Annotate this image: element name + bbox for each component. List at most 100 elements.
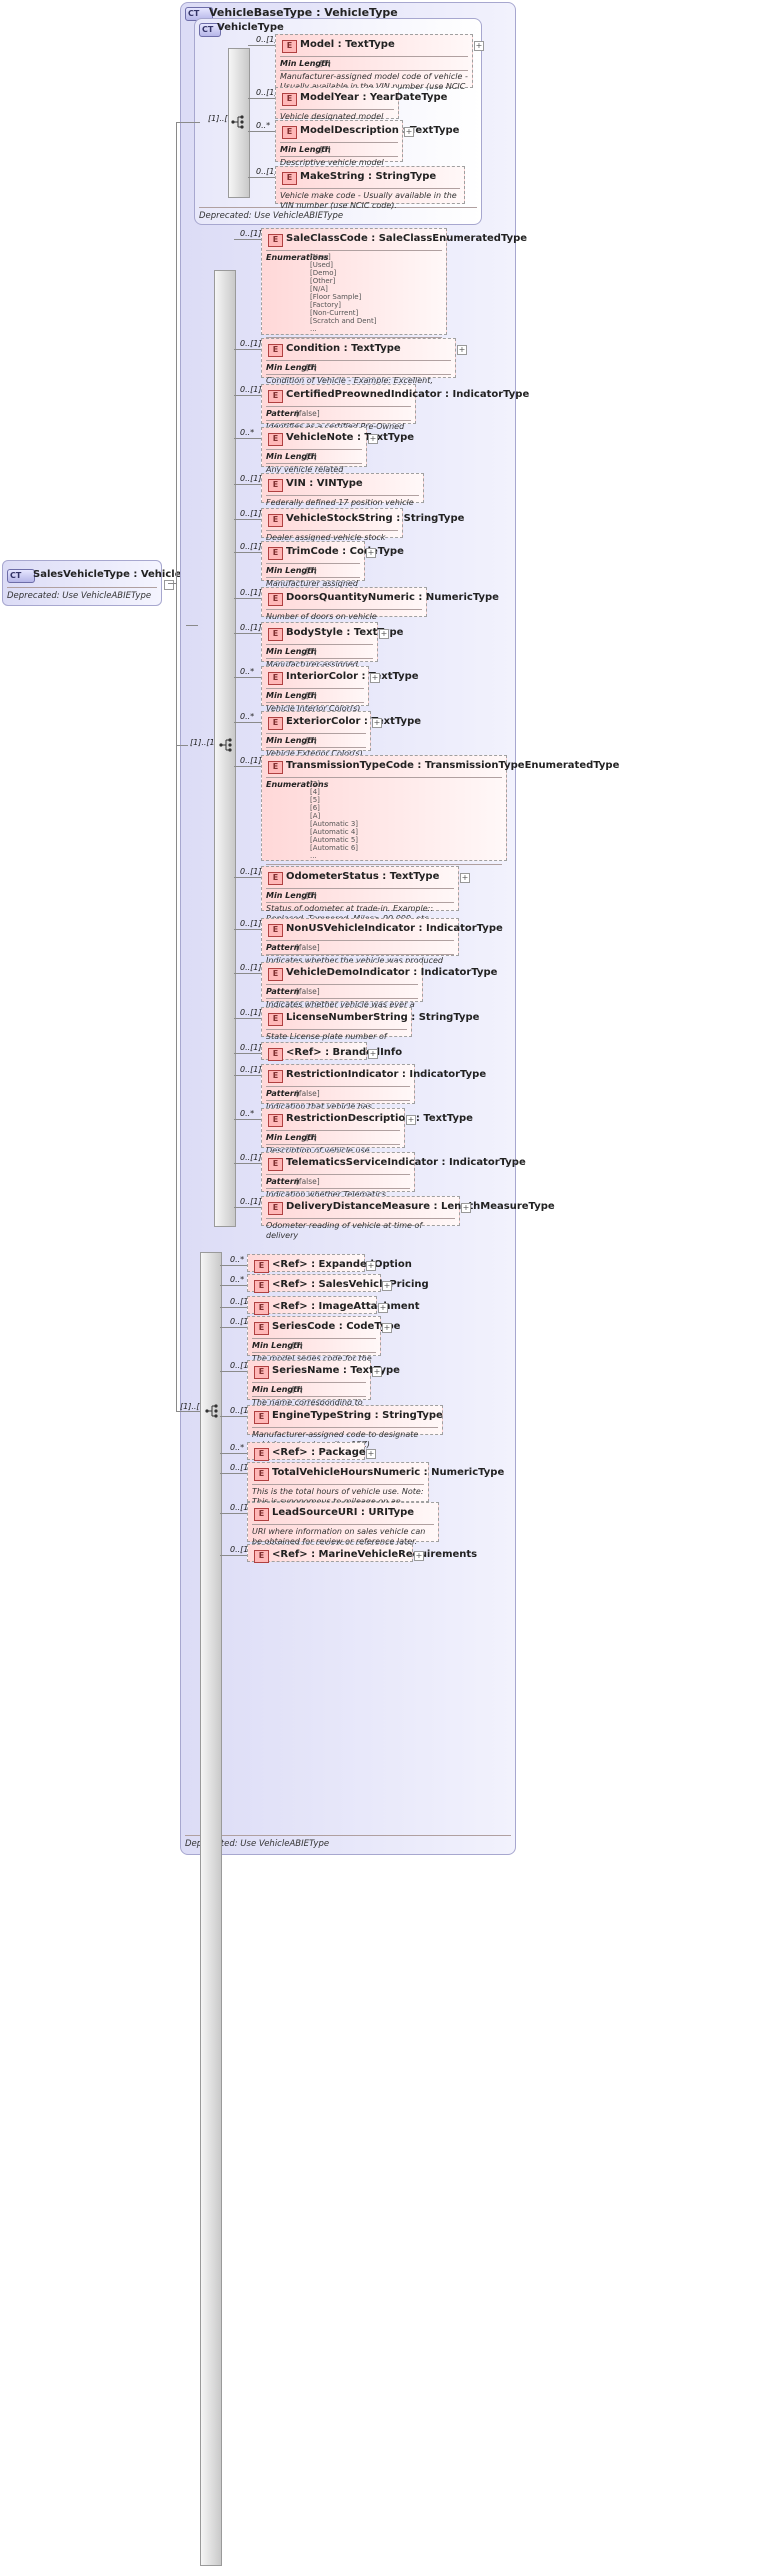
element-icon: E <box>282 126 297 139</box>
expand-icon[interactable]: + <box>457 345 467 355</box>
expand-icon[interactable]: + <box>461 1203 471 1213</box>
element-cardinality: 0..[1] <box>230 1406 252 1415</box>
expand-icon[interactable]: + <box>372 718 382 728</box>
expand-icon[interactable]: + <box>460 873 470 883</box>
element-icon: E <box>268 1114 283 1127</box>
element-cardinality: 0..[1] <box>240 867 262 876</box>
element-title: TotalVehicleHoursNumeric : NumericType <box>272 1467 505 1478</box>
enum-value: [New] <box>310 253 331 261</box>
expand-icon[interactable]: + <box>368 434 378 444</box>
expand-icon[interactable]: + <box>379 629 389 639</box>
connector-line <box>234 1075 261 1076</box>
enum-value: [Other] <box>310 277 336 285</box>
expand-icon[interactable]: + <box>474 41 484 51</box>
divider <box>266 463 362 464</box>
expand-icon[interactable]: + <box>366 1261 376 1271</box>
element-title: ModelDescription : TextType <box>300 125 460 136</box>
element-ref-box[interactable]: E<Ref> : ImageAttachment <box>247 1296 420 1315</box>
element-icon: E <box>268 628 283 641</box>
element-ref-box[interactable]: E<Ref> : Package <box>247 1442 366 1461</box>
connector-line <box>220 1416 247 1417</box>
divider <box>252 1524 434 1525</box>
connector-line <box>234 349 261 350</box>
element-cardinality: 0..[1] <box>230 1297 252 1306</box>
element-title: ExteriorColor : TextType <box>286 716 422 727</box>
divider <box>266 250 442 251</box>
connector-line <box>248 177 275 178</box>
element-ref-box[interactable]: E<Ref> : ExpandedOption <box>247 1254 412 1273</box>
expand-icon[interactable]: + <box>366 548 376 558</box>
expand-icon[interactable]: + <box>368 1049 378 1059</box>
element-title: VehicleNote : TextType <box>286 432 415 443</box>
element-icon: E <box>268 234 283 247</box>
expand-icon[interactable]: + <box>366 1449 376 1459</box>
divider <box>252 1484 424 1485</box>
element-icon: E <box>268 390 283 403</box>
expand-icon[interactable]: + <box>404 127 414 137</box>
expand-icon[interactable]: + <box>414 1551 424 1561</box>
expand-icon[interactable]: + <box>372 1367 382 1377</box>
connector-line <box>176 745 188 746</box>
connector-line <box>220 1265 247 1266</box>
facet-value: [1] <box>306 647 317 656</box>
element-description: Number of doors on vehicle <box>266 612 377 621</box>
element-icon: E <box>268 547 283 560</box>
element-ref-box[interactable]: E<Ref> : SalesVehiclePricing <box>247 1274 429 1293</box>
divider <box>266 888 454 889</box>
facet-label: Min Length <box>280 59 331 68</box>
facet-value: [1] <box>306 891 317 900</box>
element-icon: E <box>268 872 283 885</box>
connector-line <box>234 1163 261 1164</box>
facet-label: Pattern <box>266 943 300 952</box>
expand-icon[interactable]: + <box>378 1303 388 1313</box>
element-ref-box[interactable]: E<Ref> : MarineVehicleRequirements <box>247 1544 477 1563</box>
expand-icon[interactable]: + <box>370 673 380 683</box>
connector-line <box>220 1453 247 1454</box>
element-ref-box[interactable]: E<Ref> : BrandedInfo <box>261 1042 402 1061</box>
enum-value: [Automatic 6] <box>310 844 359 852</box>
vehicle-type-title: VehicleType <box>217 22 284 33</box>
element-description: Vehicle make code - Usually available in… <box>280 191 457 210</box>
element-icon: E <box>268 1070 283 1083</box>
element-cardinality: 0..[1] <box>240 509 262 518</box>
expand-icon[interactable] <box>164 580 174 590</box>
expand-icon[interactable]: + <box>382 1281 392 1291</box>
expand-icon[interactable]: + <box>382 1323 392 1333</box>
connector-line <box>234 973 261 974</box>
element-icon: E <box>268 717 283 730</box>
divider <box>266 609 422 610</box>
facet-label: Pattern <box>266 409 300 418</box>
facet-label: Enumerations <box>266 780 329 789</box>
expand-icon[interactable]: + <box>406 1115 416 1125</box>
facet-label: Pattern <box>266 987 300 996</box>
